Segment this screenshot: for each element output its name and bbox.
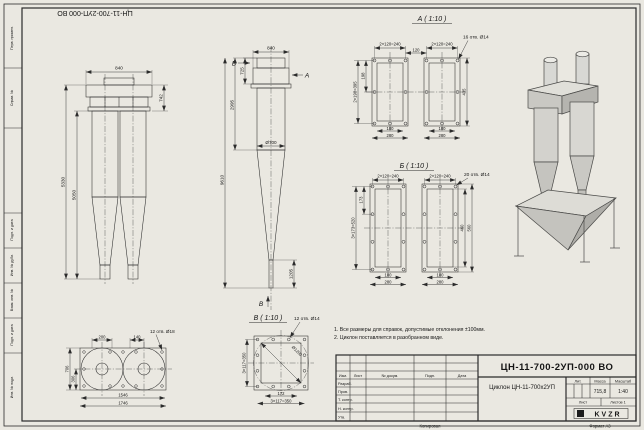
view-title: Б ( 1:10 ) xyxy=(400,163,429,170)
dim-label: 140 xyxy=(134,335,142,340)
dim-label: 306 xyxy=(71,375,76,383)
dim-label: 2×120=240 xyxy=(379,42,401,47)
dim-label: Ø700 xyxy=(265,140,277,145)
dim-label: 742 xyxy=(159,94,164,102)
dim-label: 180 xyxy=(385,273,393,278)
tb-col-header: № докум. xyxy=(382,374,399,378)
margin-label: Инв. № подл. xyxy=(10,376,14,398)
tb-row-label: Т. контр. xyxy=(338,398,353,402)
margin-label: Взам. инв. № xyxy=(10,289,14,311)
notes: 1. Все размеры для справок, допустимые о… xyxy=(334,327,485,341)
dim-label: 1546 xyxy=(118,393,128,398)
holes-note: 12 отв. Ø14 xyxy=(294,316,320,322)
section-a-view: А ( 1:10 ) 2×120=240 120 2×120=240 16 от… xyxy=(353,16,489,140)
dim-label: 280 xyxy=(387,133,395,138)
tb-row-label: Разраб. xyxy=(338,382,352,386)
dim-label: 9610 xyxy=(220,174,225,185)
tb-row-label: Н. контр. xyxy=(338,407,354,411)
tb-row-label: Утв. xyxy=(338,416,345,420)
dim-label: 5330 xyxy=(61,176,66,187)
tb-product-name: Циклон ЦН-11-700х2УП xyxy=(489,385,555,391)
tb-sheets-label: Листов 1 xyxy=(610,401,626,405)
holes-note: 16 отв. Ø14 xyxy=(463,35,489,41)
margin-label: Справ. № xyxy=(10,90,14,106)
tb-row-label: Пров. xyxy=(338,390,348,394)
dim-label: 5050 xyxy=(72,189,77,200)
margin-label: Перв. примен. xyxy=(10,26,14,50)
view-arrow-label-a: А xyxy=(304,73,309,80)
dim-label: 725 xyxy=(240,67,245,75)
dim-label: 280 xyxy=(439,133,447,138)
dim-label: 172 xyxy=(278,391,286,396)
dim-label: 435 xyxy=(462,88,467,96)
tb-logo: KVZR xyxy=(594,412,621,419)
format-label: Формат А3 xyxy=(589,424,611,429)
dim-label: 706 xyxy=(65,365,70,373)
margin-label: Инв. № дубл. xyxy=(10,254,14,276)
dim-label: 3×117=350 xyxy=(242,352,247,374)
dim-label: 840 xyxy=(115,66,123,71)
tb-mass-label: Масса xyxy=(594,380,606,384)
tb-scale-value: 1:40 xyxy=(618,389,628,395)
dim-label: 180 xyxy=(437,273,445,278)
note-line: 2. Циклон поставляется в разобранном вид… xyxy=(334,335,443,341)
tb-mass-value: 715,8 xyxy=(594,389,607,395)
dim-label: 280 xyxy=(385,280,393,285)
top-doc-number: ЦН-11-700-2УП-000 ВО xyxy=(57,9,133,16)
dim-label: 2×120=240 xyxy=(431,42,453,47)
dim-label: 1205 xyxy=(289,268,294,279)
tb-col-header: Лист xyxy=(354,374,363,378)
tb-scale-label: Масштаб xyxy=(615,380,632,384)
margin-labels: Перв. примен. Справ. № Подп. и дата Инв.… xyxy=(10,9,133,398)
isometric-view xyxy=(514,50,620,263)
dim-label: 3×117=350 xyxy=(271,399,293,404)
holes-note: 20 отв. Ø14 xyxy=(464,172,490,178)
dim-label: 2×120=240 xyxy=(429,174,451,179)
tb-sheet-label: Лист xyxy=(579,401,588,405)
margin-label: Подп. и дата xyxy=(10,219,14,240)
dim-label: 120 xyxy=(413,48,421,53)
tb-doc-number: ЦН-11-700-2УП-000 ВО xyxy=(501,362,614,373)
dim-label: 180 xyxy=(387,126,395,131)
view-arrow-label-v: В xyxy=(259,301,264,308)
logo-mark-icon xyxy=(577,410,584,417)
view-arrow-label-b: Б xyxy=(232,61,236,68)
dim-label: 2×120=240 xyxy=(377,174,399,179)
view-title: А ( 1:10 ) xyxy=(417,16,447,23)
dim-label: 1746 xyxy=(118,401,128,406)
dim-label: 840 xyxy=(267,46,275,51)
margin-label: Подп. и дата xyxy=(10,324,14,345)
copied-label: Копировал xyxy=(420,424,442,429)
view-title: В ( 1:10 ) xyxy=(254,315,283,322)
tb-col-header: Подп. xyxy=(425,374,435,378)
holes-note: 12 отв. Ø18 xyxy=(150,329,175,334)
dim-label: 2×198=395 xyxy=(353,81,358,103)
dim-label: 173 xyxy=(359,196,364,204)
front-view: 840 742 5050 5330 xyxy=(61,66,168,284)
top-view-detail: 200 140 12 отв. Ø18 706 306 1546 1746 xyxy=(65,329,175,408)
dim-label: 200 xyxy=(99,335,107,340)
note-line: 1. Все размеры для справок, допустимые о… xyxy=(334,327,485,333)
dim-label: 3×173=520 xyxy=(351,217,356,239)
footer-labels: Копировал Формат А3 xyxy=(420,424,612,429)
title-block: Изм. Лист № докум. Подп. Дата Разраб. Пр… xyxy=(335,354,637,422)
dim-label: 460 xyxy=(460,224,465,232)
tb-col-header: Изм. xyxy=(339,374,347,378)
dim-label: 198 xyxy=(361,72,366,80)
dim-label: 280 xyxy=(437,280,445,285)
section-b-view: Б ( 1:10 ) 2×120=240 2×120=240 20 отв. Ø… xyxy=(351,163,490,287)
dim-label: 560 xyxy=(467,224,472,232)
dim-label: 180 xyxy=(439,126,447,131)
tb-lit-label: Лит. xyxy=(575,380,582,384)
dim-label: 2995 xyxy=(230,99,235,110)
side-view: Б А В 840 725 2995 9610 Ø700 1205 xyxy=(220,46,309,310)
tb-col-header: Дата xyxy=(458,374,467,378)
